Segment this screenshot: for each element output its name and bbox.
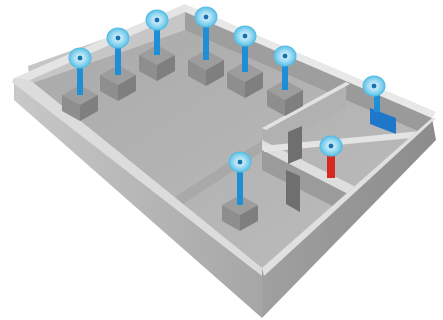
partition-wall-right	[262, 130, 432, 152]
sensor-8[interactable]	[222, 151, 258, 231]
marker-dot	[77, 55, 83, 61]
marker-dot	[328, 143, 334, 149]
pedestal-side-right	[80, 95, 98, 121]
sensor-6[interactable]	[267, 45, 303, 116]
pedestal-side-right	[240, 205, 258, 231]
wall-panel	[370, 108, 396, 134]
pedestal-side-right	[118, 75, 136, 101]
sensor-9[interactable]	[319, 135, 343, 178]
sensor-5[interactable]	[227, 25, 263, 98]
sensor-2[interactable]	[100, 27, 136, 101]
pedestal-side-left	[222, 205, 240, 231]
marker-dot	[115, 35, 121, 41]
pedestal-side-right	[245, 72, 263, 98]
marker-stem	[77, 66, 83, 95]
pedestal-side-right	[157, 55, 175, 81]
back-wall-right	[185, 10, 348, 100]
pedestal-side-left	[62, 95, 80, 121]
partition-wall-diagonal-top	[262, 82, 350, 130]
marker-dot	[282, 53, 288, 59]
pedestal-side-right	[285, 90, 303, 116]
marker-dot	[371, 83, 377, 89]
sensor-3[interactable]	[139, 9, 175, 81]
pedestal-side-left	[139, 55, 157, 81]
outer-wall-right	[262, 118, 436, 318]
marker-dot	[154, 17, 160, 23]
pedestal-side-left	[227, 72, 245, 98]
pedestal-side-left	[188, 60, 206, 86]
door-jamb-2	[288, 126, 302, 164]
marker-stem	[237, 170, 243, 205]
door-jamb-1	[286, 170, 300, 212]
partition-wall-lower-face	[262, 150, 352, 216]
partition-wall-lower	[262, 140, 354, 196]
marker-stem	[203, 25, 209, 60]
outer-wall-rim-front-left	[12, 78, 262, 276]
pedestal-side-left	[267, 90, 285, 116]
sensor-7[interactable]	[362, 75, 396, 134]
pedestal-side-right	[206, 60, 224, 86]
marker-stem	[374, 94, 380, 112]
marker-stem	[154, 28, 160, 55]
marker-dot	[242, 33, 248, 39]
outer-wall-left	[14, 78, 262, 318]
outer-wall-rim-left	[14, 4, 185, 80]
sensor-4[interactable]	[188, 6, 224, 86]
outer-wall-rim-front-right	[262, 118, 436, 276]
partition-wall-diagonal	[262, 84, 346, 152]
marker-stem	[282, 64, 288, 90]
marker-stem	[327, 156, 335, 178]
right-room-back-wall	[346, 82, 432, 136]
marker-stem	[115, 46, 121, 75]
pedestal-side-left	[100, 75, 118, 101]
marker-stem	[242, 44, 248, 72]
markers-layer	[62, 6, 396, 231]
sensor-1[interactable]	[62, 47, 98, 121]
marker-dot	[203, 14, 209, 20]
marker-dot	[237, 159, 243, 165]
